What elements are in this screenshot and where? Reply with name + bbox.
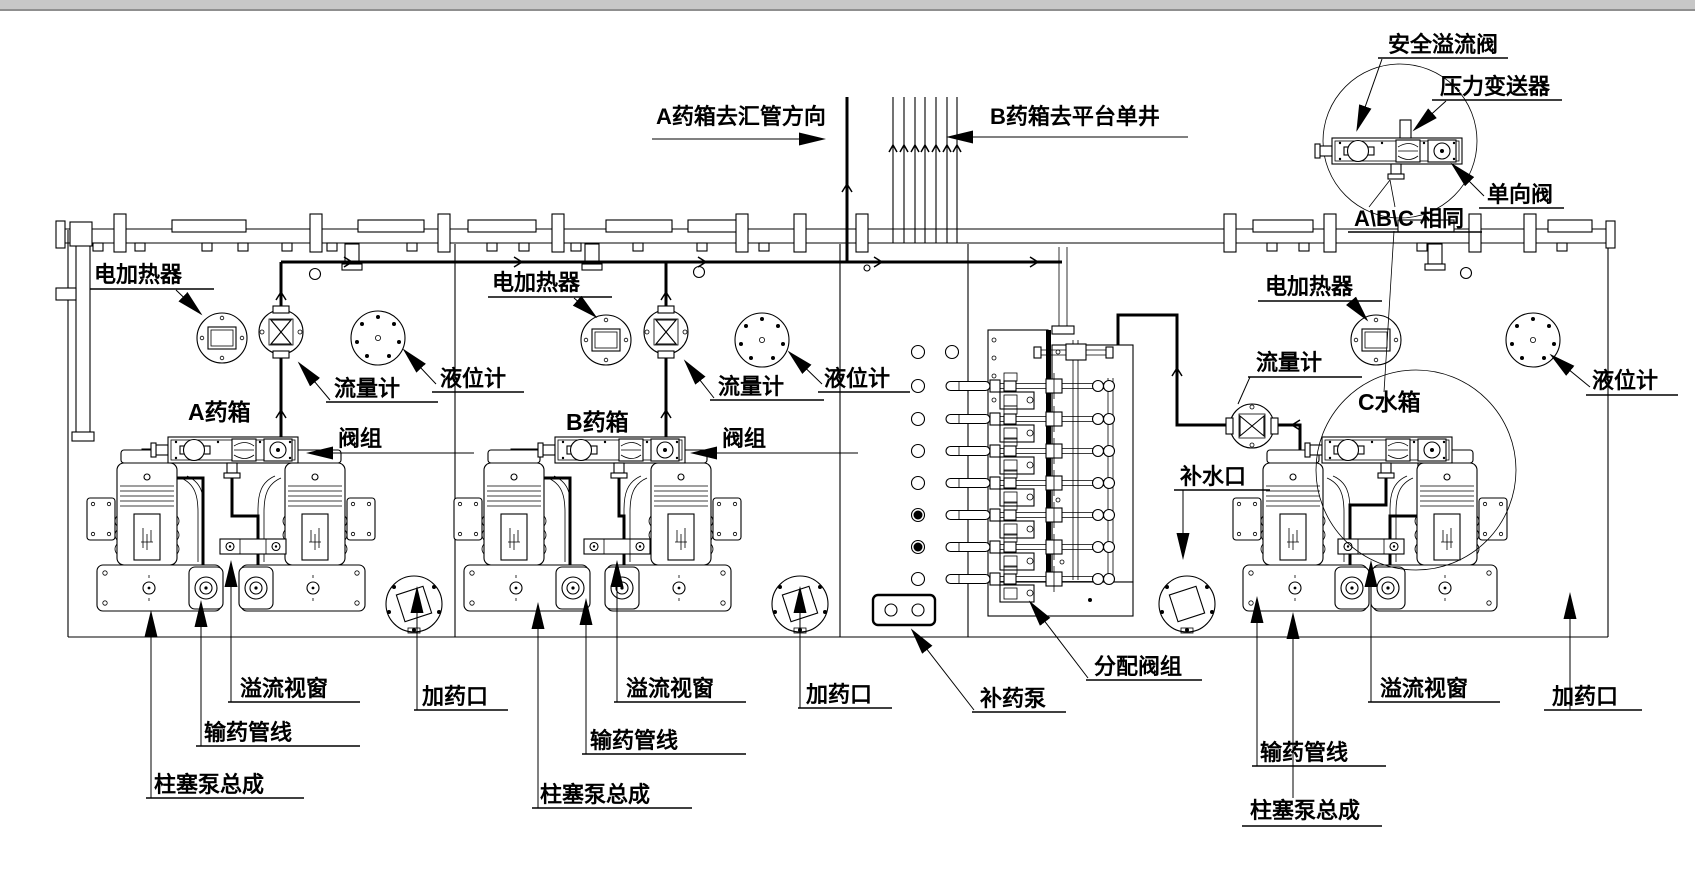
- replenish-pump-block: [871, 593, 937, 627]
- sight-window-a: [219, 538, 287, 555]
- label-water-fill-port-c: 补水口: [1179, 464, 1246, 489]
- label-check-valve: 单向阀: [1487, 182, 1553, 207]
- label-pump-assembly-b: 柱塞泵总成: [540, 782, 650, 807]
- labels: 安全溢流阀 压力变送器 单向阀 A\B\C 相同 A药箱去汇管方向 B药箱去平台…: [90, 32, 1678, 827]
- window-top-strip-shadow: [0, 9, 1695, 11]
- label-valve-group-b: 阀组: [722, 426, 766, 451]
- label-heater-a: 电加热器: [94, 262, 183, 287]
- label-flow-meter-a: 流量计: [334, 376, 400, 401]
- distribution-valve-manifold: [945, 247, 1134, 617]
- label-heater-b: 电加热器: [492, 270, 581, 295]
- label-safety-relief-valve: 安全溢流阀: [1388, 32, 1498, 57]
- left-outer-pipe: [55, 221, 95, 442]
- label-level-gauge-c: 液位计: [1592, 368, 1658, 393]
- label-tank-a: A药箱: [188, 399, 251, 425]
- sight-window-c: [1337, 538, 1405, 555]
- label-flow-meter-b: 流量计: [718, 374, 784, 399]
- label-pump-assembly-a: 柱塞泵总成: [154, 772, 264, 797]
- label-pump-assembly-c: 柱塞泵总成: [1250, 798, 1360, 823]
- label-level-gauge-a: 液位计: [440, 366, 506, 391]
- fill-port-a: [385, 575, 443, 634]
- label-overflow-window-a: 溢流视窗: [240, 676, 328, 701]
- label-replenish-pump: 补药泵: [979, 686, 1046, 711]
- heater-c: [1350, 314, 1402, 366]
- label-overflow-window-c: 溢流视窗: [1380, 676, 1468, 701]
- hose-connection-dots: [910, 344, 960, 587]
- label-fill-port-c: 加药口: [1551, 684, 1618, 709]
- pipe-rail-fittings: [92, 213, 1593, 271]
- label-tank-c: C水箱: [1358, 389, 1421, 415]
- label-tank-b: B药箱: [566, 409, 629, 435]
- detail-bubble-valve-group: [1314, 63, 1478, 393]
- label-a-to-manifold: A药箱去汇管方向: [656, 104, 826, 129]
- label-b-to-platform-wells: B药箱去平台单井: [990, 104, 1160, 129]
- window-top-strip: [0, 0, 1695, 9]
- label-abc-same: A\B\C 相同: [1354, 206, 1464, 231]
- water-fill-port-c: [1158, 575, 1216, 634]
- label-flow-meter-c: 流量计: [1256, 350, 1322, 375]
- heater-b: [580, 314, 632, 366]
- label-pressure-transmitter: 压力变送器: [1440, 74, 1551, 99]
- label-fill-port-b: 加药口: [805, 682, 872, 707]
- label-overflow-window-b: 溢流视窗: [626, 676, 714, 701]
- label-delivery-line-b: 输药管线: [590, 728, 678, 753]
- sight-window-b: [583, 538, 651, 555]
- label-valve-group-a: 阀组: [338, 426, 382, 451]
- label-distribution-valve-group: 分配阀组: [1094, 654, 1182, 679]
- flow-direction-arrows: [275, 182, 1301, 431]
- well-lines-bundle: [888, 97, 962, 243]
- heater-a: [196, 312, 248, 364]
- label-fill-port-a: 加药口: [421, 684, 488, 709]
- deck-holes: [308, 264, 1473, 281]
- detail-circle-c-valve: [1315, 369, 1517, 571]
- label-delivery-line-a: 输药管线: [204, 720, 292, 745]
- label-heater-c: 电加热器: [1265, 274, 1354, 299]
- level-gauge-c: [1505, 312, 1561, 368]
- level-gauge-a: [350, 310, 406, 366]
- label-delivery-line-c: 输药管线: [1260, 740, 1348, 765]
- label-level-gauge-b: 液位计: [824, 366, 890, 391]
- level-gauge-b: [734, 312, 790, 368]
